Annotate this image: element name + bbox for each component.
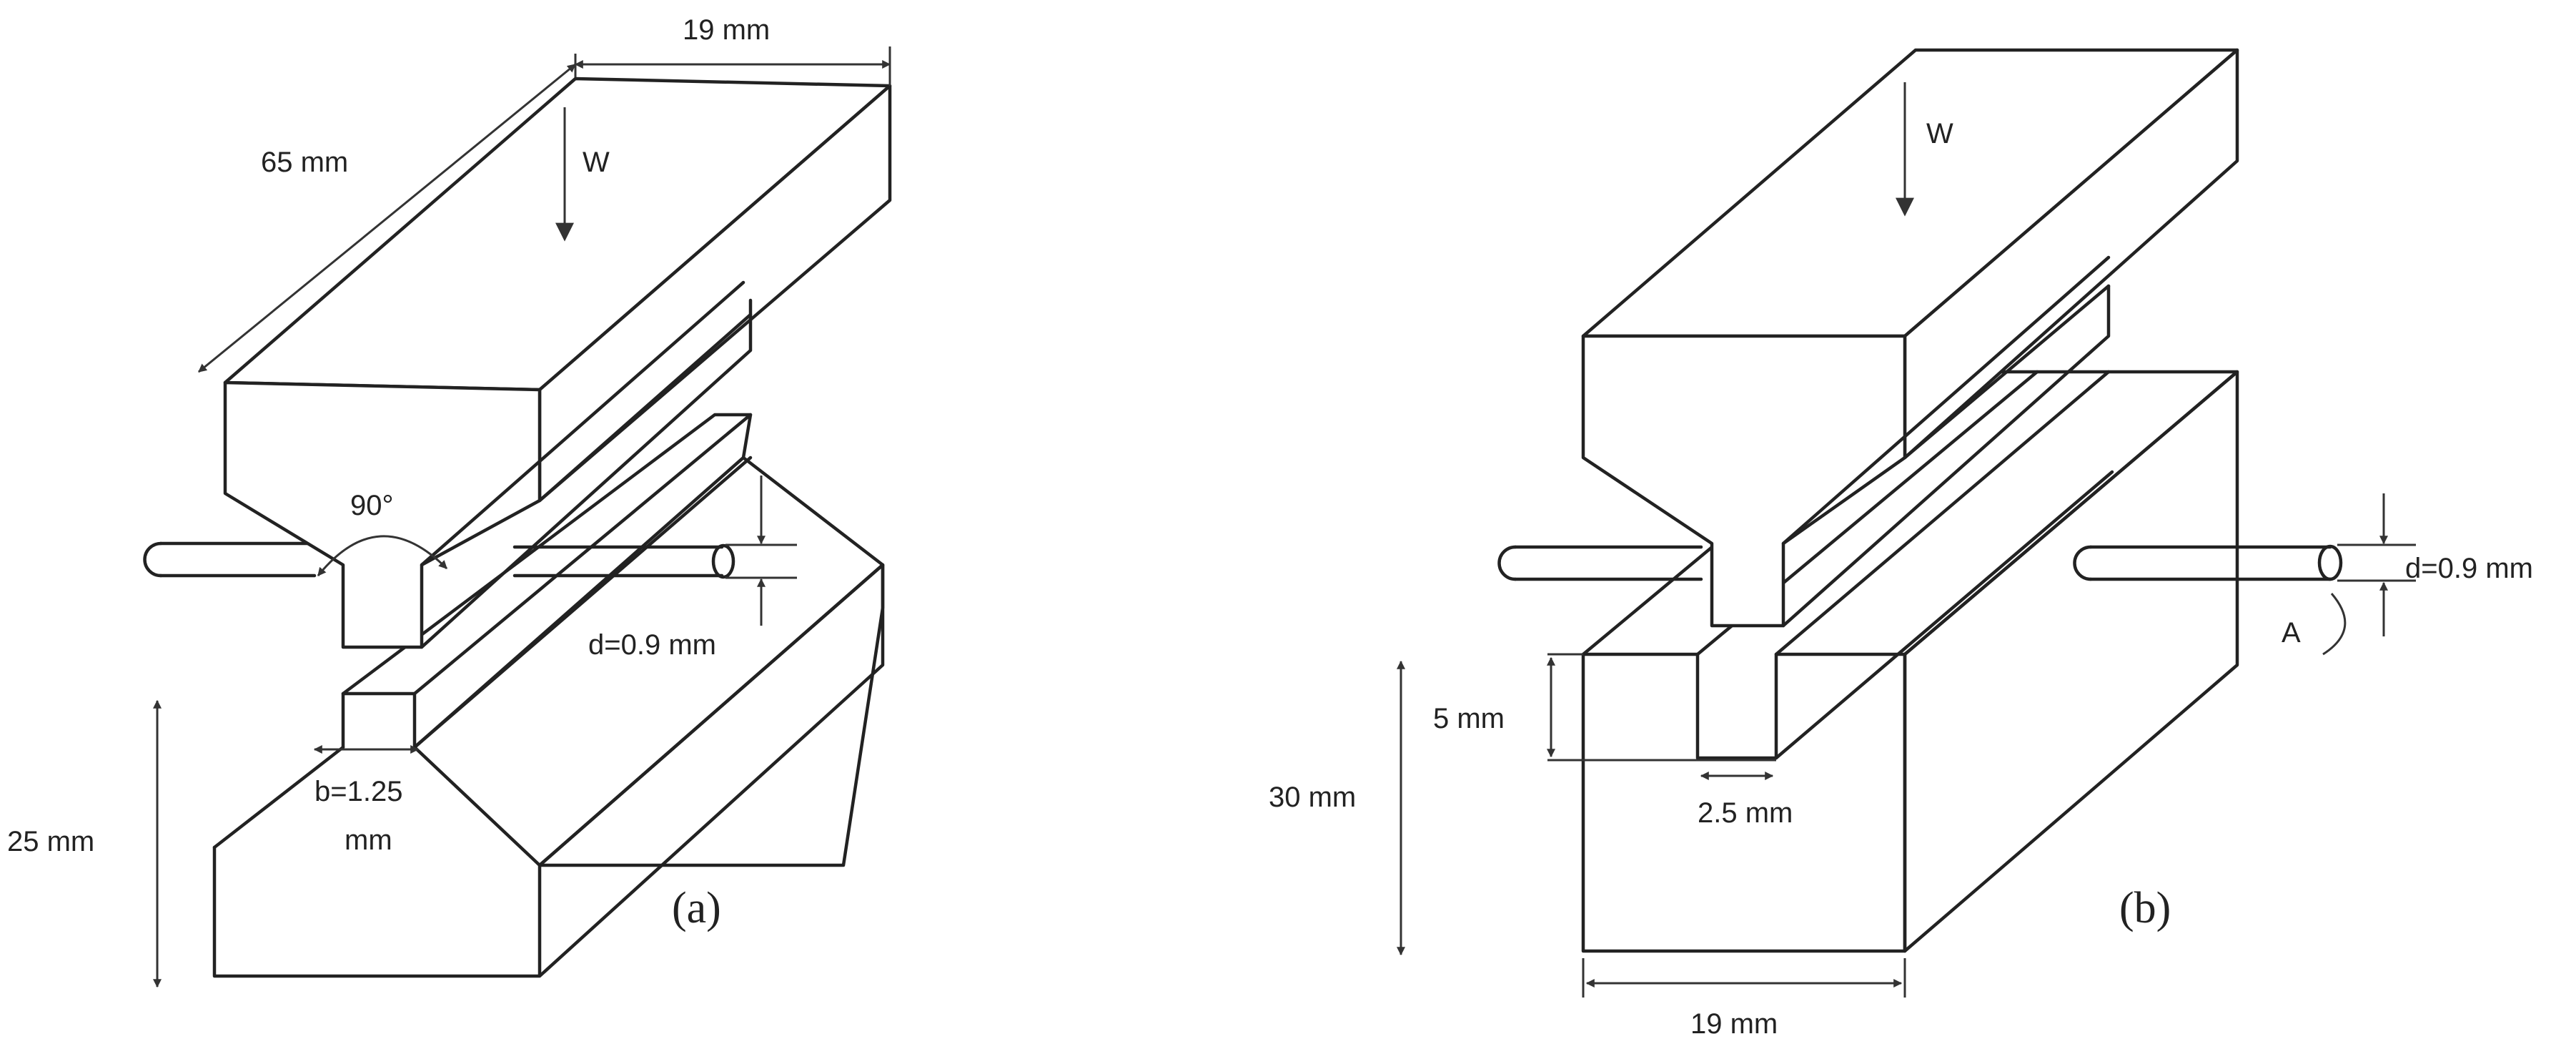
length-label-a: 65 mm [261,147,348,178]
punch-tip-top-a [341,413,753,696]
rod-right-end-b [2317,544,2343,581]
top-block-lower-edge-b [1903,284,2111,460]
figure-a: W 65 mm 19 mm 90° d=0.9 mm b=1.25 mm 25 … [7,14,892,988]
rod-right-part-b [2089,545,2332,581]
rod-right-part [512,545,724,578]
base-height-label-a: 25 mm [7,826,94,857]
specimen-rod-b [1497,544,2343,581]
punch-tip-a [341,691,417,749]
rod-right-end [711,543,735,579]
support-block-a [212,413,885,978]
point-a-leader [2322,593,2347,656]
caption-b: (b) [2119,884,2171,932]
punch-width-unit-a: mm [345,824,392,856]
load-label-b: W [1926,118,1953,149]
diameter-label-b: d=0.9 mm [2405,553,2533,584]
top-block-lower-edge [538,312,753,503]
caption-a: (a) [672,884,721,932]
groove-depth-label: 5 mm [1433,703,1505,734]
specimen-rod-a [143,541,735,579]
top-block-tip-edge-b [1781,255,2111,628]
load-label-a: W [583,147,610,178]
angle-arc-a [317,535,448,576]
support-side-face-b [1903,370,2239,953]
loading-block-b [1581,48,2239,628]
figure-b: W d=0.9 mm A 5 mm 2.5 mm 30 mm 19 mm (b) [1269,48,2533,1040]
rod-left-part [159,541,317,578]
diameter-label-a: d=0.9 mm [588,629,716,661]
groove-width-label: 2.5 mm [1698,797,1793,829]
width-label-a: 19 mm [683,14,770,46]
support-v-notch [212,745,542,867]
rod-left-part-b [1513,545,1703,581]
top-block-tip-edge [420,298,753,649]
base-height-label-b: 30 mm [1269,782,1356,813]
punch-tip-end-a [741,413,753,460]
base-width-label-b: 19 mm [1690,1008,1778,1040]
punch-tip-edge-a [412,455,753,749]
punch-width-label-a: b=1.25 [314,776,402,807]
support-block-b [1581,370,2239,953]
rod-left-end-b [1497,545,1517,581]
point-a-label: A [2282,617,2301,649]
top-block-tip-top [420,280,745,567]
angle-label-a: 90° [350,490,394,521]
rod-right-cap-b [2073,545,2093,581]
support-top-right-b [1903,370,2239,656]
rod-left-end [143,541,163,578]
length-dim-line-a [198,63,576,373]
